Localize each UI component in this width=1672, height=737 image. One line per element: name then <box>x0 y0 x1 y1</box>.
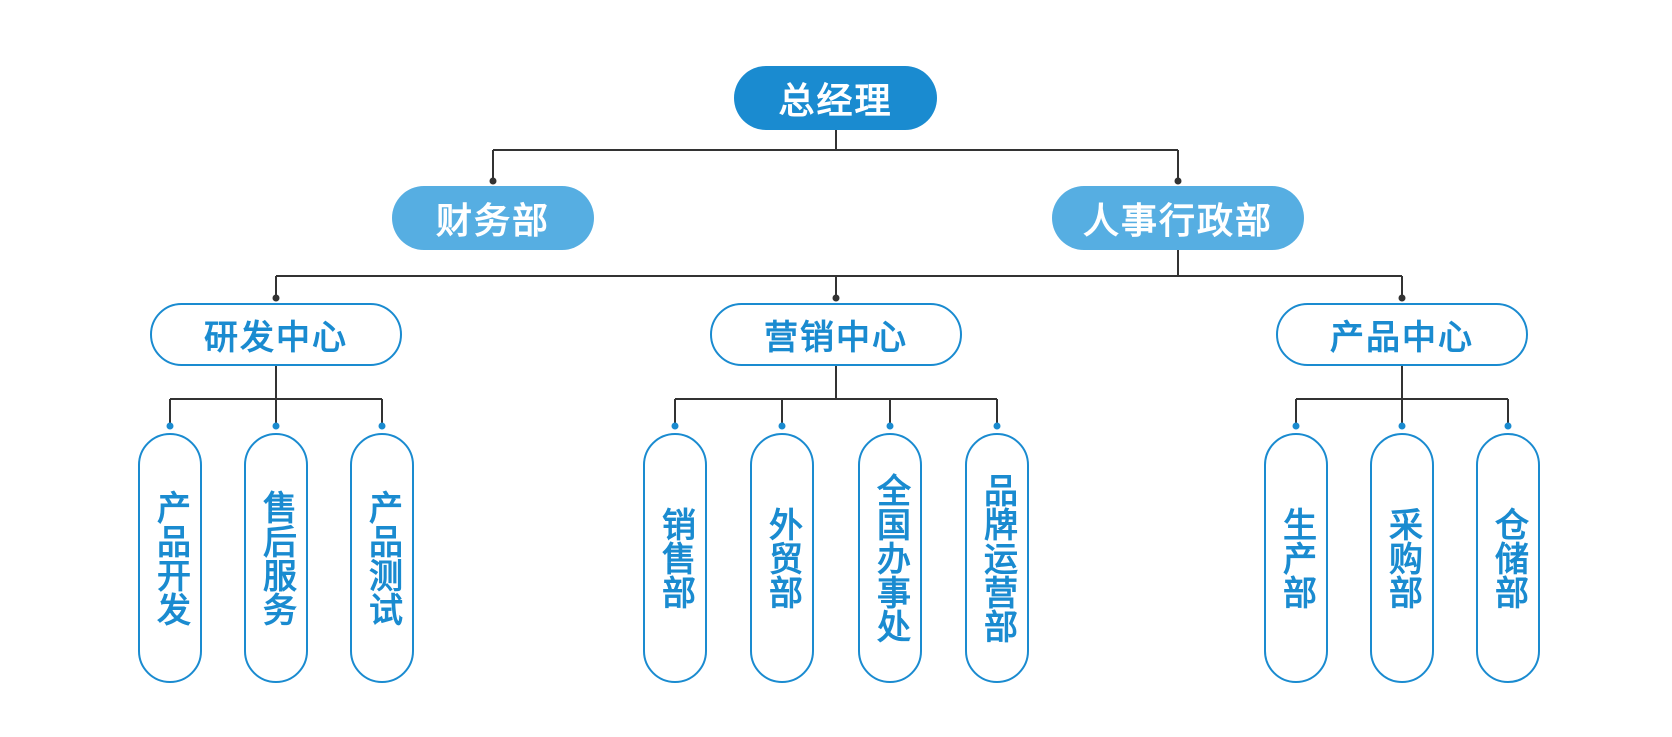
connector-dot <box>1504 422 1512 430</box>
node-product-development: 产品开发 <box>138 433 202 683</box>
node-production-dept: 生产部 <box>1264 433 1328 683</box>
node-rd-center: 研发中心 <box>150 303 402 366</box>
connector-dot <box>378 422 386 430</box>
node-product-testing: 产品测试 <box>350 433 414 683</box>
node-brand-operations-dept: 品牌运营部 <box>965 433 1029 683</box>
connector-dot <box>1174 177 1182 185</box>
node-sales-dept: 销售部 <box>643 433 707 683</box>
connector-dot <box>778 422 786 430</box>
connector-dot <box>671 422 679 430</box>
node-product-center: 产品中心 <box>1276 303 1528 366</box>
connector-dot <box>166 422 174 430</box>
node-purchasing-dept: 采购部 <box>1370 433 1434 683</box>
node-warehousing-dept: 仓储部 <box>1476 433 1540 683</box>
node-national-offices: 全国办事处 <box>858 433 922 683</box>
connector-dot <box>1398 294 1406 302</box>
node-hr-admin: 人事行政部 <box>1052 186 1304 250</box>
connector-dot <box>832 294 840 302</box>
node-after-sales-service: 售后服务 <box>244 433 308 683</box>
node-foreign-trade-dept: 外贸部 <box>750 433 814 683</box>
node-marketing-center: 营销中心 <box>710 303 962 366</box>
node-ceo: 总经理 <box>734 66 937 130</box>
connector-dot <box>993 422 1001 430</box>
connector-dot <box>272 422 280 430</box>
node-finance: 财务部 <box>392 186 594 250</box>
connector-dot <box>1398 422 1406 430</box>
connector-dot <box>886 422 894 430</box>
connector-dot <box>489 177 497 185</box>
connector-dot <box>272 294 280 302</box>
connector-dot <box>1292 422 1300 430</box>
